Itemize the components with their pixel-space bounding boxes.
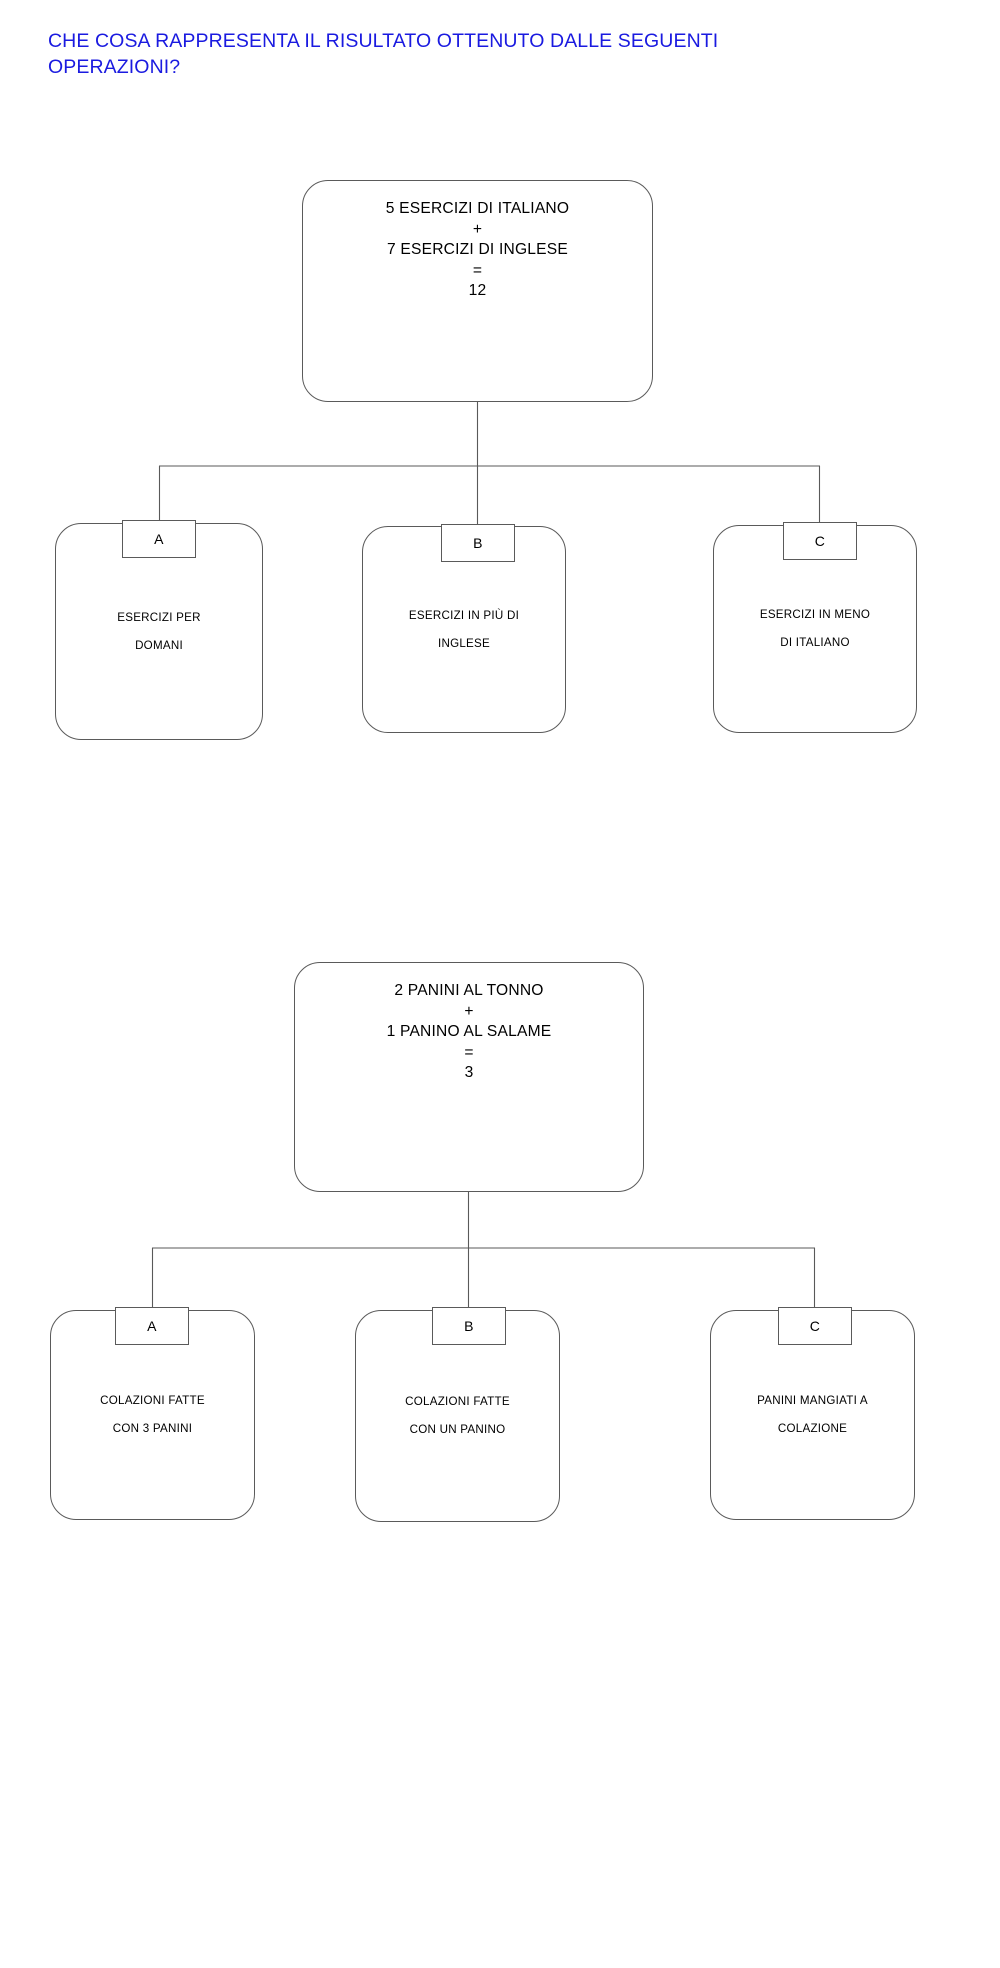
answer-line-1: ESERCIZI PER xyxy=(117,610,201,624)
answer-line-1: COLAZIONI FATTE xyxy=(405,1395,510,1408)
answer-letter-2c: C xyxy=(809,1318,821,1334)
operation-line-3: 1 PANINO AL SALAME xyxy=(386,1023,552,1040)
answer-line-1: PANINI MANGIATI A xyxy=(757,1394,868,1407)
operation-text-esercizi: 5 ESERCIZI DI ITALIANO + 7 ESERCIZI DI I… xyxy=(303,199,652,302)
answer-letter-1b: B xyxy=(473,535,483,551)
answer-line-1: COLAZIONI FATTE xyxy=(100,1394,205,1407)
operation-line-4: = xyxy=(472,261,483,279)
operation-line-5: 12 xyxy=(468,282,487,299)
operation-line-1: 2 PANINI AL TONNO xyxy=(394,982,544,999)
operation-line-5: 3 xyxy=(464,1064,474,1081)
operation-line-2: + xyxy=(472,220,483,238)
operation-box-panini: 2 PANINI AL TONNO + 1 PANINO AL SALAME =… xyxy=(294,962,644,1192)
operation-text-panini: 2 PANINI AL TONNO + 1 PANINO AL SALAME =… xyxy=(295,981,643,1084)
answer-line-2: INGLESE xyxy=(437,636,490,650)
answer-letter-tab-2b[interactable]: B xyxy=(432,1307,506,1345)
answer-text-1c: ESERCIZI IN MENO DI ITALIANO xyxy=(714,601,916,657)
answer-box-2c[interactable]: PANINI MANGIATI A COLAZIONE xyxy=(710,1310,915,1520)
answer-box-2a[interactable]: COLAZIONI FATTE CON 3 PANINI xyxy=(50,1310,255,1520)
answer-letter-tab-1a[interactable]: A xyxy=(122,520,196,558)
answer-letter-tab-1b[interactable]: B xyxy=(441,524,515,562)
answer-letter-1c: C xyxy=(814,533,826,549)
answer-text-1b: ESERCIZI IN PIÙ DI INGLESE xyxy=(363,602,565,658)
operation-line-4: = xyxy=(464,1043,474,1061)
operation-box-esercizi: 5 ESERCIZI DI ITALIANO + 7 ESERCIZI DI I… xyxy=(302,180,653,402)
answer-letter-tab-2a[interactable]: A xyxy=(115,1307,189,1345)
answer-text-1a: ESERCIZI PER DOMANI xyxy=(56,604,262,660)
answer-line-2: DOMANI xyxy=(135,638,183,652)
answer-text-2a: COLAZIONI FATTE CON 3 PANINI xyxy=(51,1387,254,1443)
answer-line-2: CON 3 PANINI xyxy=(112,1422,193,1435)
answer-line-2: CON UN PANINO xyxy=(409,1423,506,1436)
answer-letter-tab-2c[interactable]: C xyxy=(778,1307,852,1345)
connectors-diagram-esercizi xyxy=(158,402,821,540)
page-title-line-2: OPERAZIONI? xyxy=(48,56,181,78)
answer-line-1: ESERCIZI IN MENO xyxy=(759,608,871,621)
answer-text-2b: COLAZIONI FATTE CON UN PANINO xyxy=(356,1388,559,1444)
answer-letter-2b: B xyxy=(464,1318,474,1334)
answer-text-2c: PANINI MANGIATI A COLAZIONE xyxy=(711,1387,914,1443)
answer-box-2b[interactable]: COLAZIONI FATTE CON UN PANINO xyxy=(355,1310,560,1522)
page-title-line-1: CHE COSA RAPPRESENTA IL RISULTATO OTTENU… xyxy=(48,30,719,52)
answer-letter-1a: A xyxy=(154,531,164,547)
operation-line-2: + xyxy=(464,1002,474,1020)
answer-line-2: COLAZIONE xyxy=(777,1422,848,1435)
connectors-diagram-panini xyxy=(151,1192,816,1326)
page-title: CHE COSA RAPPRESENTA IL RISULTATO OTTENU… xyxy=(48,28,928,80)
answer-line-2: DI ITALIANO xyxy=(780,636,850,649)
answer-letter-tab-1c[interactable]: C xyxy=(783,522,857,560)
answer-letter-2a: A xyxy=(147,1318,157,1334)
answer-line-1: ESERCIZI IN PIÙ DI xyxy=(408,608,520,622)
operation-line-3: 7 ESERCIZI DI INGLESE xyxy=(387,241,568,258)
answer-box-1a[interactable]: ESERCIZI PER DOMANI xyxy=(55,523,263,740)
operation-line-1: 5 ESERCIZI DI ITALIANO xyxy=(385,200,570,217)
